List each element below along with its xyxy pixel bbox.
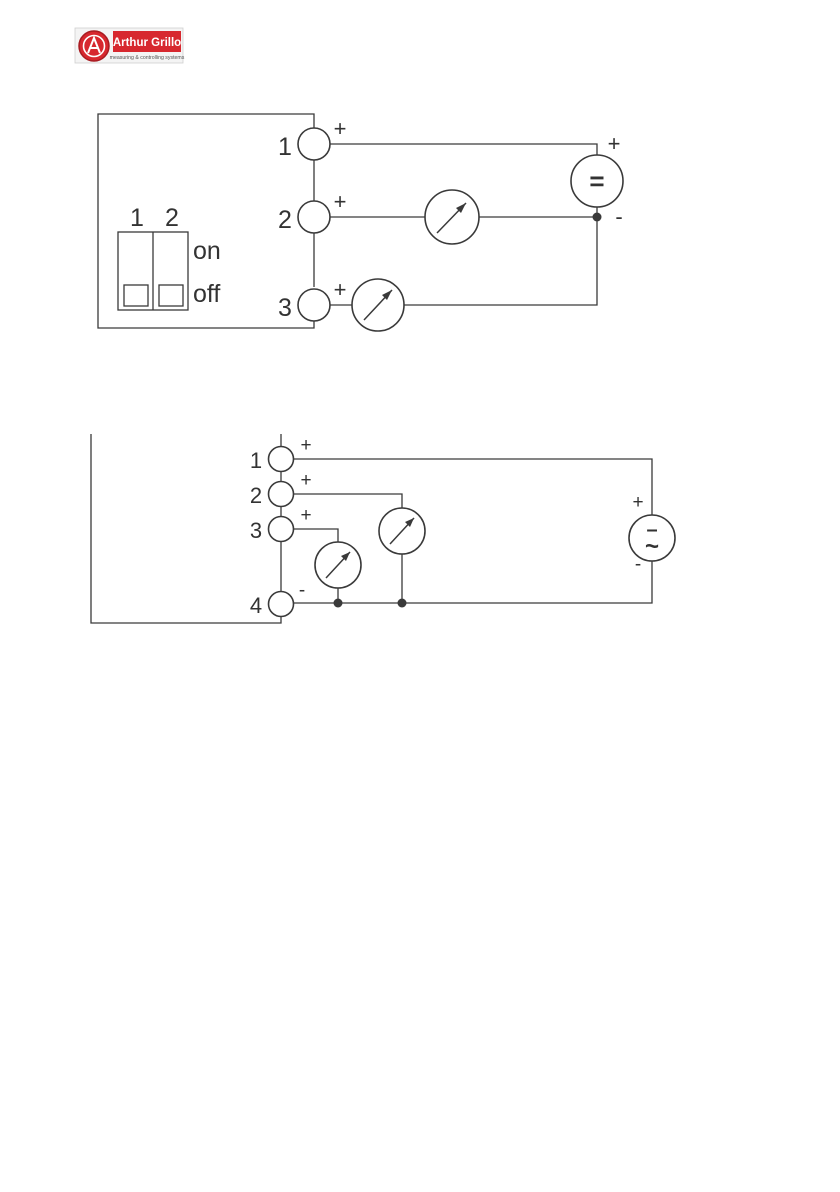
bottom-terminal-1-screw bbox=[269, 447, 294, 472]
dip-switch-on-label: on bbox=[193, 237, 221, 265]
bottom-terminal-4-screw bbox=[269, 592, 294, 617]
bottom-terminal-4: 4 - bbox=[250, 580, 305, 618]
dip-switch: 1 2 on off bbox=[118, 204, 221, 310]
top-terminal-3-screw bbox=[298, 289, 330, 321]
bottom-acdc-source-plus: + bbox=[632, 492, 643, 513]
top-dc-source-plus: + bbox=[608, 131, 621, 156]
bottom-terminal-1-number: 1 bbox=[250, 448, 262, 473]
bottom-terminal-3-number: 3 bbox=[250, 518, 262, 543]
top-terminal-3: 3 + bbox=[278, 277, 346, 322]
top-junction-dot bbox=[593, 213, 602, 222]
dip-switch-1-lever bbox=[124, 285, 148, 306]
bottom-wire-terminal1-to-source bbox=[294, 459, 652, 515]
top-terminal-1-number: 1 bbox=[278, 133, 292, 161]
top-terminal-2-screw bbox=[298, 201, 330, 233]
bottom-wire-terminal3-to-meter bbox=[294, 529, 338, 542]
top-terminal-2-number: 2 bbox=[278, 206, 292, 234]
top-terminal-2-polarity: + bbox=[334, 189, 347, 214]
top-meter-b bbox=[352, 279, 404, 331]
top-terminal-3-polarity: + bbox=[334, 277, 347, 302]
bottom-meter-a bbox=[315, 542, 361, 588]
bottom-terminal-3-polarity: + bbox=[300, 505, 311, 526]
company-logo: Arthur Grillo measuring & controlling sy… bbox=[75, 28, 185, 63]
top-terminal-3-number: 3 bbox=[278, 294, 292, 322]
dip-switch-2-label: 2 bbox=[165, 204, 179, 232]
logo-brand-text: Arthur Grillo bbox=[113, 37, 181, 49]
top-dc-source-symbol: = bbox=[589, 166, 604, 196]
bottom-terminal-1-polarity: + bbox=[300, 435, 311, 456]
dip-switch-1-label: 1 bbox=[130, 204, 144, 232]
logo-tagline-text: measuring & controlling systems bbox=[110, 55, 185, 61]
bottom-terminal-3-screw bbox=[269, 517, 294, 542]
top-terminal-2: 2 + bbox=[278, 189, 346, 234]
dip-switch-off-label: off bbox=[193, 280, 220, 308]
top-wire-terminal1-to-source bbox=[330, 144, 597, 160]
bottom-terminal-2-number: 2 bbox=[250, 483, 262, 508]
top-wiring-diagram: 1 2 on off 1 + 2 + 3 + bbox=[98, 114, 623, 331]
top-dc-source-minus: - bbox=[615, 204, 622, 229]
bottom-junction-dot-b bbox=[398, 599, 407, 608]
bottom-terminal-2-polarity: + bbox=[300, 470, 311, 491]
bottom-terminal-2-screw bbox=[269, 482, 294, 507]
top-terminal-1-screw bbox=[298, 128, 330, 160]
top-terminal-1-polarity: + bbox=[334, 116, 347, 141]
top-meter-a bbox=[425, 190, 479, 244]
bottom-meter-b bbox=[379, 508, 425, 554]
bottom-terminal-4-polarity: - bbox=[299, 580, 305, 601]
top-terminal-1: 1 + bbox=[278, 116, 346, 161]
dip-switch-2-lever bbox=[159, 285, 183, 306]
bottom-acdc-source-ac-symbol: ~ bbox=[645, 533, 659, 560]
bottom-wiring-diagram: 1 + 2 + 3 + 4 - bbox=[91, 434, 675, 623]
bottom-terminal-4-number: 4 bbox=[250, 593, 262, 618]
bottom-junction-dot-a bbox=[334, 599, 343, 608]
bottom-acdc-source-minus: - bbox=[635, 554, 641, 575]
